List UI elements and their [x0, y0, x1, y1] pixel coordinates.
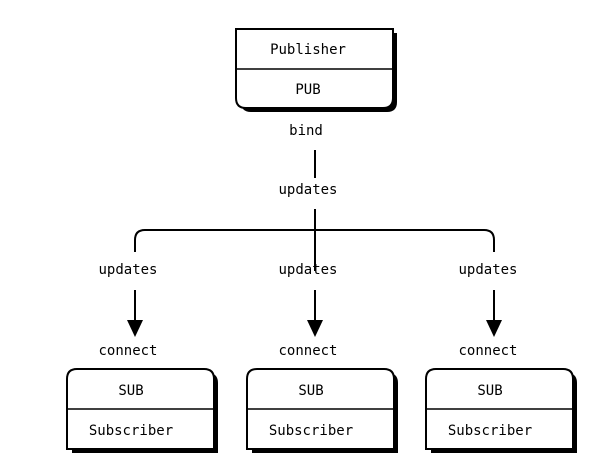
subscriber-2-socket: SUB: [298, 383, 323, 399]
publisher-bind-label: bind: [289, 123, 323, 139]
publisher-socket: PUB: [295, 82, 320, 98]
subscriber-2-arrowhead: [307, 320, 323, 337]
subscriber-1-name: Subscriber: [89, 423, 173, 439]
subscriber-2-updates-label: updates: [278, 262, 337, 278]
subscriber-3-updates-label: updates: [458, 262, 517, 278]
subscriber-3-socket: SUB: [477, 383, 502, 399]
subscriber-3-connect-label: connect: [458, 343, 517, 359]
subscriber-node-1: SUB Subscriber: [66, 368, 218, 453]
subscriber-node-3: SUB Subscriber: [425, 368, 577, 453]
subscriber-2-name: Subscriber: [269, 423, 353, 439]
publisher-node: Publisher PUB: [235, 28, 397, 112]
subscriber-node-2: SUB Subscriber: [246, 368, 398, 453]
trunk-updates-label: updates: [278, 182, 337, 198]
subscriber-1-arrowhead: [127, 320, 143, 337]
subscriber-3-arrowhead: [486, 320, 502, 337]
distribution-bus: [134, 229, 495, 252]
subscriber-branch-2: updates connect SUB Subscriber: [246, 262, 398, 453]
subscriber-branch-3: updates connect SUB Subscriber: [425, 262, 577, 453]
publisher-name: Publisher: [270, 42, 346, 58]
subscriber-branch-1: updates connect SUB Subscriber: [66, 262, 218, 453]
subscriber-1-updates-label: updates: [98, 262, 157, 278]
subscriber-3-name: Subscriber: [448, 423, 532, 439]
subscriber-2-connect-label: connect: [278, 343, 337, 359]
subscriber-1-socket: SUB: [118, 383, 143, 399]
subscriber-1-connect-label: connect: [98, 343, 157, 359]
